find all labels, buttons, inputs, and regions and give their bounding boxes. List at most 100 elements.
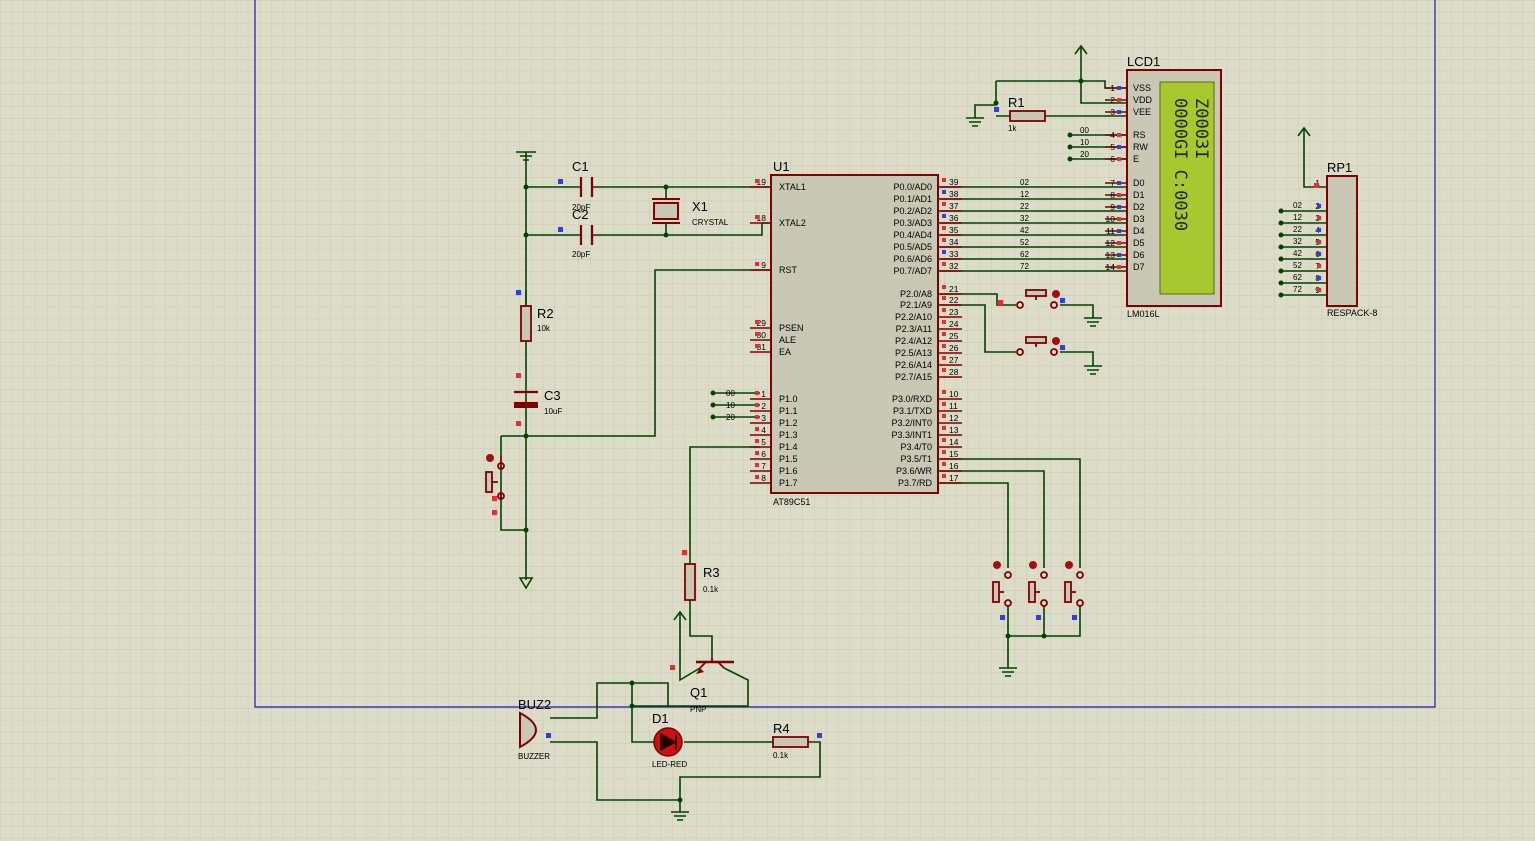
r3-resistor[interactable]: R3 0.1k — [684, 563, 720, 601]
p3-7-button[interactable] — [992, 561, 1012, 607]
d1-led[interactable]: D1 LED-RED — [652, 711, 687, 769]
c2-capacitor[interactable]: C2 20pF — [572, 207, 594, 259]
u1-pin-name: P3.4/T0 — [900, 442, 932, 452]
lcd-pin-number: 9 — [1110, 202, 1115, 212]
buz2-value: BUZZER — [518, 752, 550, 761]
rp1-pin-state — [1317, 216, 1321, 220]
ground-icon — [966, 117, 984, 127]
r3-ref: R3 — [703, 565, 720, 580]
lcd-pin-name: D5 — [1133, 238, 1145, 248]
u1-pin-state — [755, 451, 759, 455]
data-bus-net-label: 62 — [1020, 250, 1029, 259]
u1-pin-name: PSEN — [779, 323, 804, 333]
u1-pin-name: P1.7 — [779, 478, 798, 488]
rp1-pin-state — [1317, 228, 1321, 232]
c2-ref: C2 — [572, 207, 589, 222]
u1-pin-name: P3.2/INT0 — [891, 418, 932, 428]
data-bus-net-label: 42 — [1020, 226, 1029, 235]
p2-1-button[interactable] — [1016, 336, 1060, 356]
u1-pin-state — [755, 320, 759, 324]
u1-pin-number: 29 — [757, 318, 767, 328]
u1-pin-number: 26 — [949, 343, 959, 353]
rp1-pin-state — [1317, 240, 1321, 244]
u1-pin-state — [755, 391, 759, 395]
lcd-pin-state — [1117, 98, 1121, 102]
lcd-pin-name: VEE — [1133, 107, 1151, 117]
lcd-pin-state — [1117, 110, 1121, 114]
u1-pin-state — [755, 415, 759, 419]
lcd-screen — [1159, 81, 1215, 295]
r1-value: 1k — [1008, 124, 1017, 133]
reset-button[interactable] — [485, 454, 505, 500]
u1-pin-number: 19 — [757, 177, 767, 187]
r2-resistor[interactable]: R2 10k — [520, 290, 554, 342]
rp1-net-label: 22 — [1293, 225, 1302, 234]
u1-pin-state — [755, 475, 759, 479]
u1-pin-state — [755, 179, 759, 183]
u1-pin-number: 7 — [761, 461, 766, 471]
ground-icon — [1084, 317, 1102, 327]
c1-capacitor[interactable]: C1 20pF — [572, 159, 594, 212]
lcd-part: LM016L — [1127, 309, 1160, 319]
u1-pin-name: P1.0 — [779, 394, 798, 404]
rp1-respack[interactable]: RP1 RESPACK-8 123456789 — [1315, 160, 1377, 318]
u1-pin-state — [942, 450, 946, 454]
u1-pin-name: XTAL1 — [779, 182, 806, 192]
power-arrow-icon — [1297, 126, 1311, 140]
lcd-line2: 0000GI C:0030 — [1170, 98, 1190, 231]
u1-pin-number: 38 — [949, 189, 959, 199]
u1-pin-state — [942, 332, 946, 336]
p2-0-button[interactable] — [1016, 289, 1060, 309]
ground-icon — [1084, 365, 1102, 375]
r1-resistor[interactable]: R1 1k — [1008, 95, 1046, 133]
p3-6-button[interactable] — [1028, 561, 1048, 607]
u1-pin-name: P1.3 — [779, 430, 798, 440]
c3-ref: C3 — [544, 388, 561, 403]
data-bus-net-label: 52 — [1020, 238, 1029, 247]
q1-pnp-transistor[interactable]: Q1 PNP — [690, 658, 734, 714]
rp1-pin-state — [1317, 288, 1321, 292]
u1-ref: U1 — [773, 159, 790, 174]
u1-pin-number: 10 — [949, 389, 959, 399]
power-symbols — [516, 44, 1311, 821]
lcd-pin-state — [1117, 181, 1121, 185]
u1-pin-state — [942, 214, 946, 218]
lcd-pin-name: D4 — [1133, 226, 1145, 236]
u1-pin-name: P1.5 — [779, 454, 798, 464]
u1-pin-number: 2 — [761, 401, 766, 411]
u1-pin-name: P0.6/AD6 — [893, 254, 932, 264]
x1-crystal[interactable]: X1 CRYSTAL — [652, 198, 729, 227]
c3-electrolytic-capacitor[interactable]: C3 10uF — [514, 388, 562, 416]
lcd-pin-number: 6 — [1110, 154, 1115, 164]
u1-pin-number: 17 — [949, 473, 959, 483]
buz2-buzzer[interactable]: BUZ2 BUZZER — [518, 697, 551, 761]
u1-pin-name: P0.4/AD4 — [893, 230, 932, 240]
lcd-pin-name: D7 — [1133, 262, 1145, 272]
u1-pin-number: 6 — [761, 449, 766, 459]
u1-pin-name: P0.7/AD7 — [893, 266, 932, 276]
ground-icon — [516, 151, 536, 161]
lcd-pin-number: 2 — [1110, 95, 1115, 105]
u1-pin-state — [942, 190, 946, 194]
lcd-pin-number: 12 — [1106, 238, 1116, 248]
u1-pin-state — [942, 344, 946, 348]
r4-resistor[interactable]: R4 0.1k — [772, 721, 809, 760]
u1-pin-name: P2.1/A9 — [900, 300, 932, 310]
data-bus-net-label: 32 — [1020, 214, 1029, 223]
lcd-pin-name: D2 — [1133, 202, 1145, 212]
u1-pin-name: P1.4 — [779, 442, 798, 452]
p1-net-label: 10 — [726, 401, 735, 410]
u1-pin-number: 35 — [949, 225, 959, 235]
u1-pin-number: 15 — [949, 449, 959, 459]
u1-pin-state — [942, 296, 946, 300]
u1-pin-number: 16 — [949, 461, 959, 471]
u1-pin-name: P3.6/WR — [896, 466, 933, 476]
p1-net-label: 00 — [726, 389, 735, 398]
u1-pin-name: P2.7/A15 — [895, 372, 932, 382]
p3-5-button[interactable] — [1064, 561, 1084, 607]
